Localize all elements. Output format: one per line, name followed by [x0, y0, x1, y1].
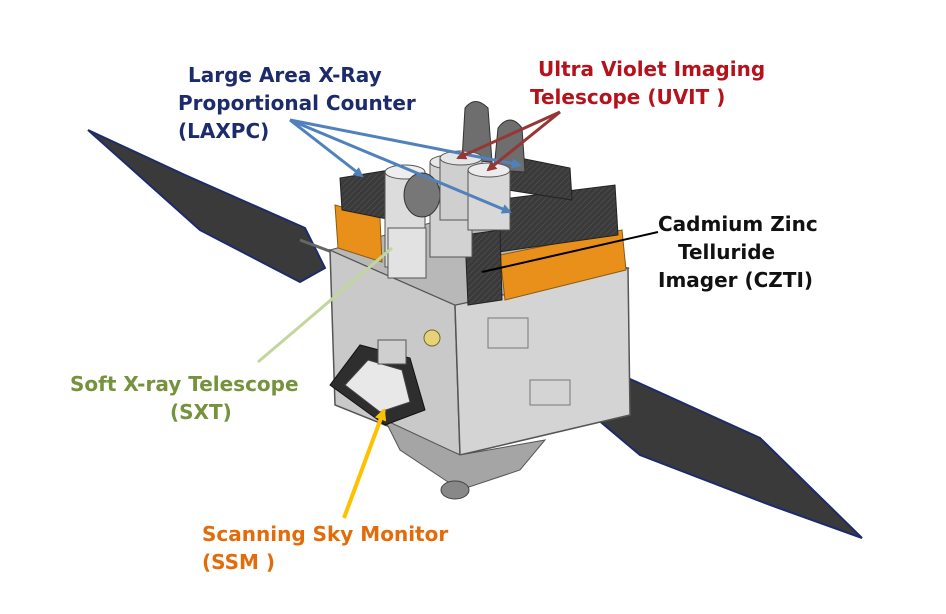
ssm-label: Scanning Sky Monitor (SSM )	[202, 520, 448, 576]
ssm-label-line-2: (SSM )	[202, 550, 276, 574]
bus-panel-detail	[487, 317, 529, 349]
ssm-box	[377, 339, 407, 365]
laxpc-label: Large Area X-Ray Proportional Counter (L…	[178, 61, 416, 145]
czti-label: Cadmium Zinc Telluride Imager (CZTI)	[658, 210, 818, 294]
sxt-label: Soft X-ray Telescope (SXT)	[70, 370, 330, 426]
ssm-label-line-1: Scanning Sky Monitor	[202, 522, 449, 546]
uvit-label: Ultra Violet Imaging Telescope (UVIT )	[530, 55, 765, 111]
czti-arrow	[481, 231, 659, 273]
czti-detector-array	[464, 229, 503, 306]
uvit-arrow-1	[456, 110, 561, 160]
laxpc-arrow-1	[289, 118, 364, 178]
bus-detail-sphere	[423, 329, 441, 347]
laxpc-label-line-1: Large Area X-Ray	[188, 63, 382, 87]
uvit-arrow-2	[486, 110, 561, 172]
sxt-label-line-1: Soft X-ray Telescope	[70, 372, 299, 396]
laxpc-label-line-3: (LAXPC)	[178, 119, 270, 143]
ssm-arrow	[342, 408, 387, 519]
sxt-label-line-2: (SXT)	[170, 400, 232, 424]
czti-label-line-2: Telluride	[678, 240, 776, 264]
laxpc-arrow-2	[289, 118, 522, 169]
czti-label-line-3: Imager (CZTI)	[658, 268, 814, 292]
laxpc-arrow-3	[289, 118, 512, 214]
left-solar-panel	[87, 129, 327, 284]
thruster-nozzle	[440, 480, 470, 500]
uvit-tube-2	[467, 169, 511, 231]
uvit-label-line-1: Ultra Violet Imaging	[538, 57, 766, 81]
lower-deck	[383, 418, 547, 491]
bus-panel-detail-2	[529, 379, 571, 406]
sxt-tube	[387, 227, 427, 279]
ssm-window	[344, 359, 411, 413]
laxpc-label-line-2: Proportional Counter	[178, 91, 416, 115]
czti-label-line-1: Cadmium Zinc	[658, 212, 818, 236]
sxt-arrow	[257, 246, 393, 364]
uvit-label-line-2: Telescope (UVIT )	[530, 85, 726, 109]
